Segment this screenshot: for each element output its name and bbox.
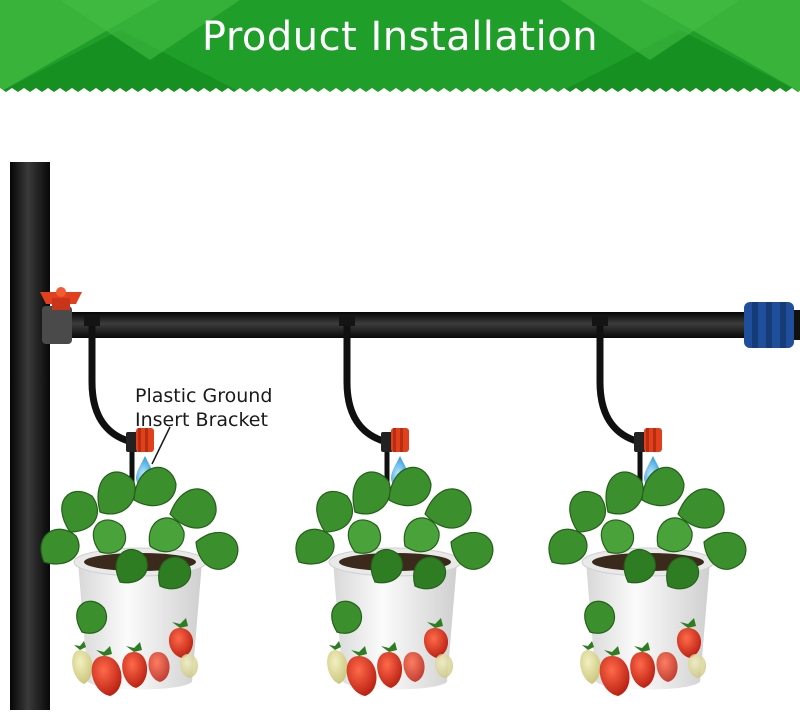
hanging-pot-2 xyxy=(296,316,493,696)
installation-illustration xyxy=(10,162,800,710)
vertical-pipe xyxy=(10,162,50,710)
header-banner: Product Installation xyxy=(0,0,800,92)
banner-background xyxy=(0,0,800,92)
installation-scene xyxy=(0,92,800,710)
blue-coupler-icon xyxy=(744,302,800,348)
hanging-pot-3 xyxy=(549,316,746,696)
callout-line-2: Insert Bracket xyxy=(135,409,268,431)
callout-line-1: Plastic Ground xyxy=(135,385,273,407)
hanging-pot-1 xyxy=(41,316,238,696)
horizontal-pipe xyxy=(50,312,800,338)
callout-pointer xyxy=(151,426,171,465)
red-valve-icon xyxy=(40,287,82,310)
banner-title: Product Installation xyxy=(201,14,599,60)
bracket-callout: Plastic Ground Insert Bracket xyxy=(135,384,305,432)
